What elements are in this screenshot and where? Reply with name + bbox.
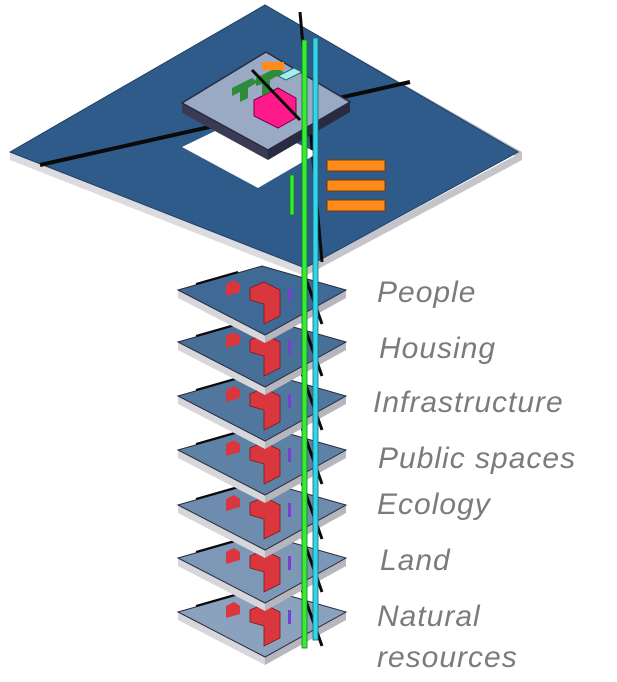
pipe-green (301, 39, 308, 649)
plate-building-small (226, 332, 240, 348)
pipe-cyan (312, 37, 319, 641)
green-building-1 (232, 78, 258, 102)
platform-road (250, 68, 302, 122)
plate-side-left (178, 450, 265, 503)
plate-side-left (178, 612, 265, 665)
plate-purple-pipe (288, 340, 291, 354)
label-public-spaces: Public spaces (378, 442, 577, 475)
plate-side-left (178, 290, 265, 343)
label-land: Land (380, 544, 451, 577)
label-people: People (377, 276, 477, 309)
plate-building-main (249, 281, 281, 325)
plate-purple-pipe (288, 556, 291, 570)
label-infrastructure: Infrastructure (373, 386, 564, 419)
plate-building-small (226, 602, 240, 618)
plate-road (195, 431, 239, 445)
orange-bar-1 (326, 159, 386, 172)
orange-bar-2 (326, 179, 386, 192)
label-ecology: Ecology (377, 488, 491, 521)
inner-platform-side-right (268, 102, 350, 160)
top-plate-front-right (305, 152, 522, 276)
plate-building-small (226, 440, 240, 456)
plate-side-left (178, 505, 265, 558)
courtyard-opening (182, 118, 318, 188)
inner-platform (180, 51, 352, 160)
inner-platform-side-left (182, 103, 268, 160)
orange-block (262, 62, 284, 70)
vertical-pipes (289, 37, 319, 649)
plate-road (195, 486, 239, 500)
label-natural: Natural (377, 600, 481, 633)
plate-purple-pipe (288, 448, 291, 462)
plate-purple-pipe (288, 288, 291, 302)
plate-road (195, 271, 239, 285)
plate-building-small (226, 495, 240, 511)
green-building-2 (256, 68, 284, 96)
plate-purple-pipe (288, 394, 291, 408)
plate-road (195, 593, 239, 607)
plate-building-small (226, 280, 240, 296)
plate-purple-pipe (288, 503, 291, 517)
orange-bar-3 (326, 199, 386, 212)
pink-building (253, 87, 297, 129)
plate-road (195, 539, 239, 553)
plate-building-small (226, 548, 240, 564)
plate-side-left (178, 342, 265, 395)
plate-side-left (178, 558, 265, 611)
label-housing: Housing (379, 332, 497, 365)
plate-building-small (226, 386, 240, 402)
top-plate-front-left (10, 152, 305, 276)
plate-purple-pipe (288, 610, 291, 624)
plate-road (195, 323, 239, 337)
pipe-green-short (289, 174, 295, 216)
plate-road (195, 377, 239, 391)
label-resources: resources (377, 641, 518, 674)
plate-side-left (178, 396, 265, 449)
layer-plate-1 (176, 265, 348, 343)
